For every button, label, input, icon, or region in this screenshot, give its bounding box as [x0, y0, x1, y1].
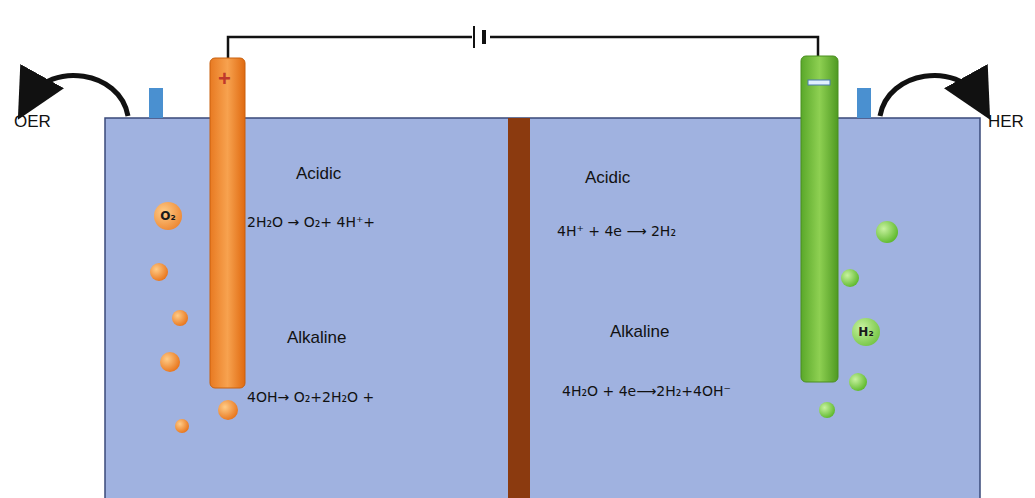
- reaction-equation: 2H₂O → O₂+ 4H⁺+: [247, 214, 375, 230]
- hydrogen-bubble: [841, 269, 859, 287]
- oxygen-bubble: [160, 352, 180, 372]
- reaction-equation: 4H⁺ + 4e ⟶ 2H₂: [557, 223, 676, 239]
- medium-label: Alkaline: [610, 322, 670, 342]
- hydrogen-bubble: [849, 373, 867, 391]
- medium-label: Acidic: [296, 164, 341, 184]
- oxygen-bubble: [150, 263, 168, 281]
- minus-sign: [808, 80, 830, 85]
- curved-arrow: [880, 75, 978, 116]
- oxygen-bubble: [218, 400, 238, 420]
- gas-vent: [149, 88, 163, 118]
- cathode: [801, 56, 838, 382]
- oxygen-bubble: [172, 310, 188, 326]
- hydrogen-bubble: [819, 402, 835, 418]
- separator: [508, 118, 530, 498]
- plus-sign: +: [218, 66, 231, 91]
- process-label: OER: [14, 112, 51, 132]
- gas-vent: [857, 88, 871, 118]
- reaction-equation: 4H₂O + 4e⟶2H₂+4OH⁻: [562, 383, 731, 399]
- process-label: HER: [988, 112, 1024, 132]
- hydrogen-bubble: H₂: [852, 318, 880, 346]
- oxygen-bubble: O₂: [154, 202, 182, 230]
- anode: [210, 58, 245, 388]
- battery-symbol: [473, 26, 475, 48]
- oxygen-bubble: [175, 419, 189, 433]
- gas-label: H₂: [858, 325, 873, 339]
- wire: [228, 37, 818, 58]
- curved-arrow: [30, 75, 128, 116]
- hydrogen-bubble: [876, 221, 898, 243]
- gas-label: O₂: [160, 209, 175, 223]
- medium-label: Acidic: [585, 168, 630, 188]
- reaction-equation: 4OH→ O₂+2H₂O +: [247, 389, 374, 405]
- medium-label: Alkaline: [287, 328, 347, 348]
- battery-symbol: [482, 30, 486, 44]
